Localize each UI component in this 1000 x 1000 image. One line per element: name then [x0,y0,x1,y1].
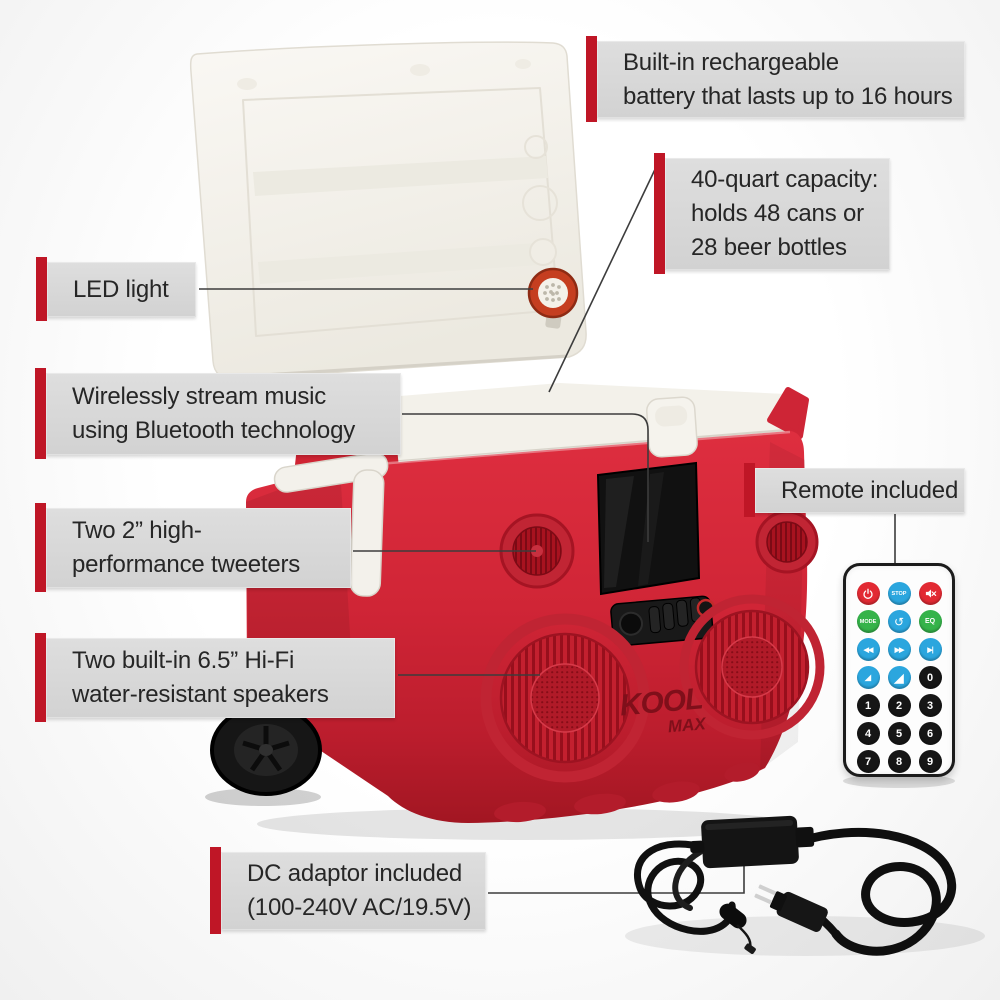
remote-button-play-pause: ▶| [918,638,942,661]
remote-button-digit-9: 9 [918,750,942,773]
callout-capacity-line3: 28 beer bottles [691,234,847,261]
woofer-right [679,594,825,740]
callout-adaptor: DC adaptor included (100-240V AC/19.5V) [210,847,486,934]
callout-tweeters-line1: Two 2” high- [72,517,202,544]
callout-wireless: Wirelessly stream music using Bluetooth … [35,368,401,459]
remote-button-digit-3: 3 [918,694,942,717]
callout-wireless-line1: Wirelessly stream music [72,383,327,410]
callout-led-line1: LED light [73,275,169,303]
accent-bar [744,463,755,517]
remote-button-fast-forward: ▶▶ [887,638,911,661]
power-plug [754,884,828,932]
remote-button-vol-up: ◢ [887,666,911,689]
callout-led: LED light [36,257,196,321]
remote-button-mode: MODE [856,610,880,633]
callout-capacity: 40-quart capacity: holds 48 cans or 28 b… [654,153,890,274]
wheel [210,704,322,796]
remote-button-eq: EQ [918,610,942,633]
accent-bar [35,503,46,592]
led-light [527,267,579,329]
callout-line-wireless [402,413,649,542]
remote-button-vol-down: ◢ [856,666,880,689]
tweeter-left [499,513,575,589]
brand-logo: KOOL MAX [618,682,708,736]
callout-tweeters: Two 2” high- performance tweeters [35,503,351,592]
power-adapter [634,815,957,956]
ferrite-bead [719,903,747,929]
brand-logo-line1: KOOL [618,682,703,722]
tweeter-right [755,510,819,574]
callout-wireless-line2: using Bluetooth technology [72,417,356,444]
accent-bar [35,633,46,722]
remote-button-digit-4: 4 [856,722,880,745]
accent-bar [654,153,665,274]
side-handle [273,452,389,597]
callout-adaptor-line1: DC adaptor included [247,860,463,887]
brand-logo-line2: MAX [667,714,708,736]
callout-tweeters-line2: performance tweeters [72,551,301,578]
control-panel [610,595,716,647]
accent-bar [586,36,597,122]
adapter-brick [690,815,815,869]
woofer-left [480,613,650,783]
remote-button-digit-1: 1 [856,694,880,717]
accent-bar [35,368,46,459]
callout-line-capacity [548,160,660,393]
cooler-lid [189,41,587,380]
remote-button-digit-5: 5 [887,722,911,745]
accent-bar [210,847,221,934]
callout-speakers: Two built-in 6.5” Hi-Fi water-resistant … [35,633,395,722]
lid-latch [646,396,698,458]
callout-remote-line1: Remote included [781,476,959,504]
accent-bar [36,257,47,321]
callout-adaptor-line2: (100-240V AC/19.5V) [247,894,472,921]
remote-button-stop: STOP [887,582,911,605]
remote-button-prev-track: ◀◀ [856,638,880,661]
remote-button-digit-0: 0 [918,666,942,689]
remote-button-digit-6: 6 [918,722,942,745]
callout-speakers-line2: water-resistant speakers [72,681,329,708]
callout-speakers-line1: Two built-in 6.5” Hi-Fi [72,647,295,674]
callout-capacity-line2: holds 48 cans or [691,200,864,227]
dc-plug-tip [744,943,756,954]
callout-battery-line1: Built-in rechargeable [623,48,839,76]
body-corner-right [767,387,809,439]
callout-remote: Remote included [744,463,965,517]
mute-icon [918,582,942,605]
power-icon [856,582,880,605]
callout-battery-line2: battery that lasts up to 16 hours [623,82,953,110]
callout-battery: Built-in rechargeable battery that lasts… [586,36,965,122]
remote-button-digit-8: 8 [887,750,911,773]
remote-button-digit-2: 2 [887,694,911,717]
remote-button-repeat: ↺ [887,610,911,633]
callout-capacity-line1: 40-quart capacity: [691,166,879,193]
power-cable-left [634,840,736,935]
remote-button-digit-7: 7 [856,750,880,773]
